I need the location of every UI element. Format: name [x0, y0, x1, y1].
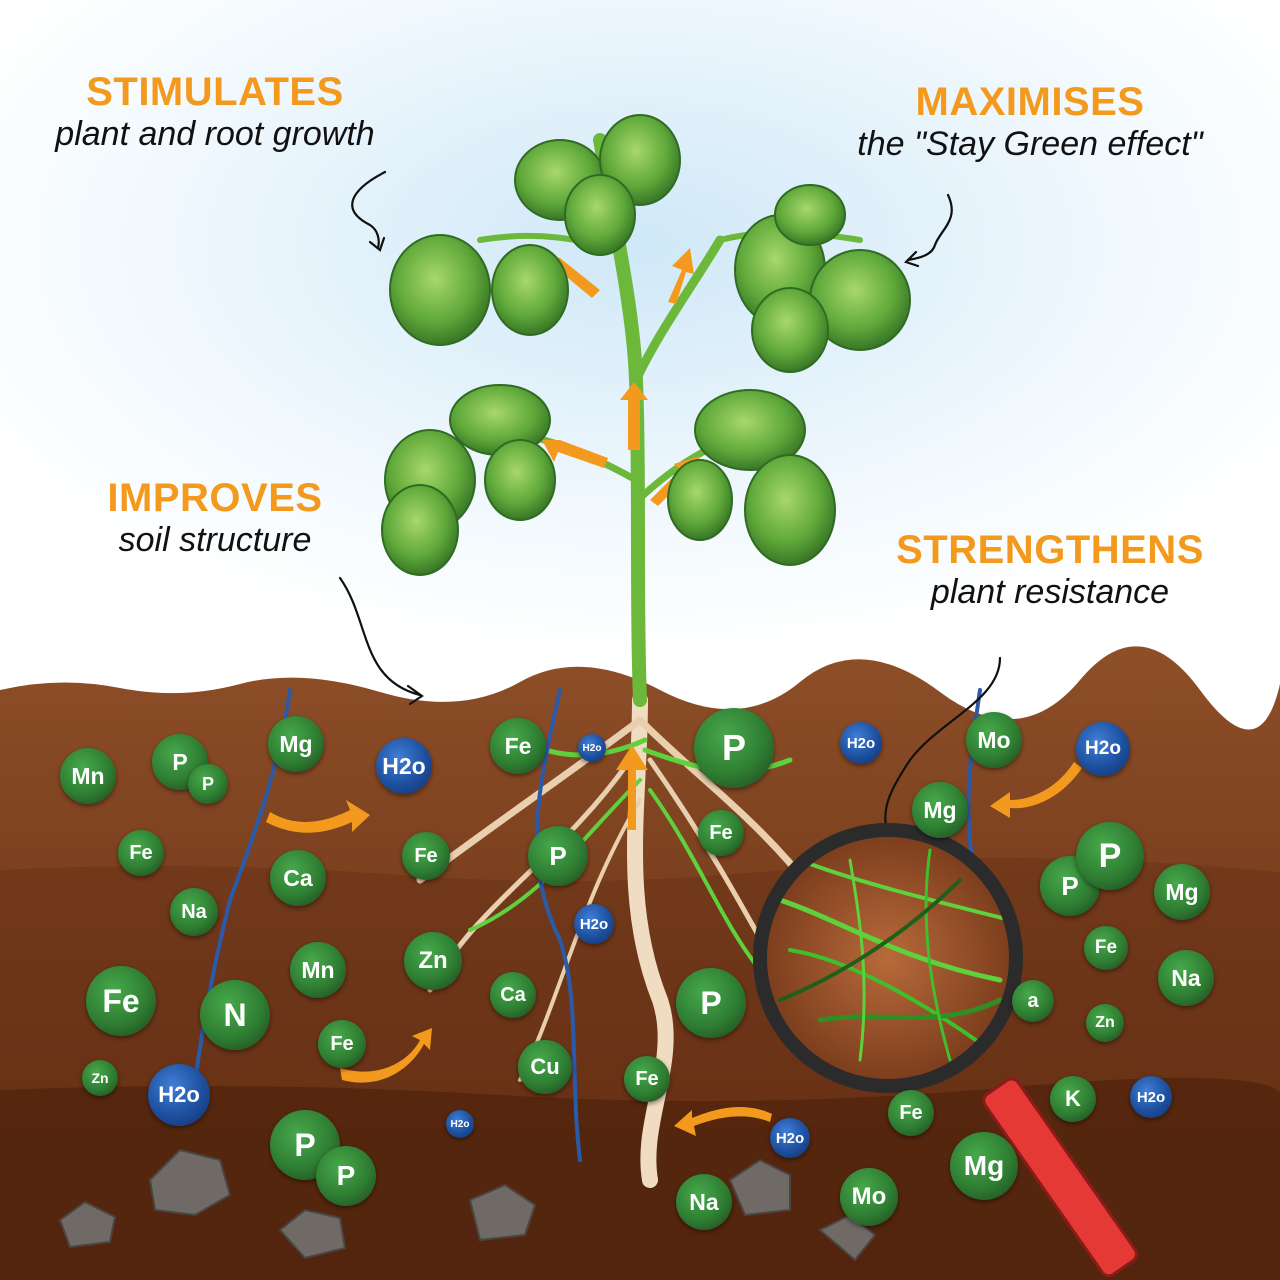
nutrient-circle: Fe [318, 1020, 366, 1068]
nutrient-circle: Ca [490, 972, 536, 1018]
root-growth-arrow [616, 745, 648, 830]
nutrient-circle: Na [170, 888, 218, 936]
callout-stimulates: STIMULATES plant and root growth [40, 70, 390, 155]
nutrient-circle: H2o [770, 1118, 810, 1158]
callout-stimulates-heading: STIMULATES [86, 70, 344, 114]
callout-improves-heading: IMPROVES [107, 476, 323, 520]
nutrient-circle: H2o [148, 1064, 210, 1126]
nutrient-circle: Mo [840, 1168, 898, 1226]
nutrient-circle: P [1076, 822, 1144, 890]
callout-strengthens-heading: STRENGTHENS [896, 528, 1204, 572]
nutrient-circle: Mg [912, 782, 968, 838]
nutrient-circle: Mg [268, 716, 324, 772]
nutrient-circle: Zn [404, 932, 462, 990]
nutrient-circle: Mg [1154, 864, 1210, 920]
nutrient-circle: P [1040, 856, 1100, 916]
nutrient-circle: Fe [888, 1090, 934, 1136]
nutrient-circle: Mg [950, 1132, 1018, 1200]
callout-improves-sub: soil structure [118, 521, 312, 559]
magnifier [753, 823, 1138, 1278]
nutrient-circle: Fe [624, 1056, 670, 1102]
nutrient-circle: P [676, 968, 746, 1038]
nutrient-circle: a [1012, 980, 1054, 1022]
nutrient-circle: P [270, 1110, 340, 1180]
nutrient-circle: H2o [376, 738, 432, 794]
nutrient-circle: P [316, 1146, 376, 1206]
plant-leaves [381, 114, 911, 576]
nutrient-circle: P [528, 826, 588, 886]
nutrient-circle: H2o [1130, 1076, 1172, 1118]
nutrient-circle: Fe [698, 810, 744, 856]
nutrient-flow-arrows [266, 762, 1082, 1136]
nutrient-circle: Cu [518, 1040, 572, 1094]
nutrient-circle: Na [676, 1174, 732, 1230]
nutrient-circle: Mn [60, 748, 116, 804]
nutrient-circle: P [694, 708, 774, 788]
nutrient-circle: Na [1158, 950, 1214, 1006]
nutrient-circle: Fe [490, 718, 546, 774]
callout-stimulates-sub: plant and root growth [55, 115, 375, 153]
nutrient-circle: P [188, 764, 228, 804]
nutrient-circle: Zn [82, 1060, 118, 1096]
nutrient-circle: H2o [1076, 722, 1130, 776]
callout-strengthens: STRENGTHENS plant resistance [880, 528, 1220, 613]
nutrient-circle: Mo [966, 712, 1022, 768]
nutrient-circle: H2o [840, 722, 882, 764]
callout-maximises-sub: the "Stay Green effect" [857, 125, 1203, 163]
nutrient-circle: Zn [1086, 1004, 1124, 1042]
nutrient-circle: Fe [1084, 926, 1128, 970]
callout-maximises-heading: MAXIMISES [915, 80, 1145, 124]
callout-improves: IMPROVES soil structure [90, 476, 340, 561]
nutrient-circle: H2o [578, 734, 606, 762]
rocks [58, 1148, 877, 1262]
nutrient-circle: Fe [402, 832, 450, 880]
nutrient-circle: Fe [86, 966, 156, 1036]
nutrient-circle: Fe [118, 830, 164, 876]
callout-strengthens-sub: plant resistance [930, 573, 1170, 611]
nutrient-circle: H2o [446, 1110, 474, 1138]
nutrient-circle: K [1050, 1076, 1096, 1122]
nutrient-circle: Mn [290, 942, 346, 998]
nutrient-circle: H2o [574, 904, 614, 944]
nutrient-circle: N [200, 980, 270, 1050]
callout-maximises: MAXIMISES the "Stay Green effect" [840, 80, 1220, 165]
nutrient-circle: Ca [270, 850, 326, 906]
